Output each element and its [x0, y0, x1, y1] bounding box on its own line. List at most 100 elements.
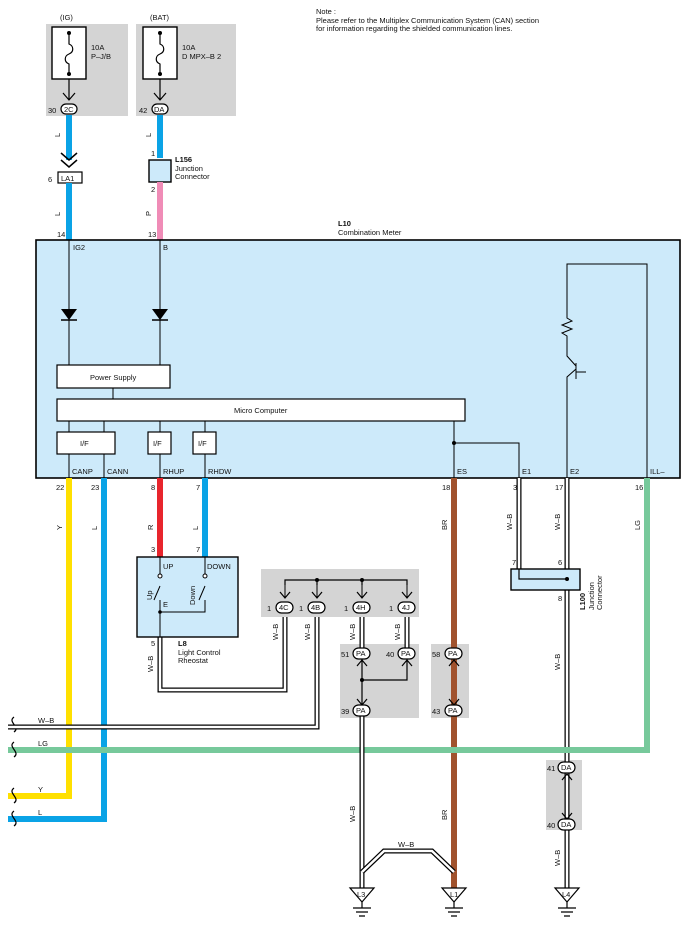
fuse-ig-icon [64, 33, 74, 74]
ground-l1: L1 [440, 887, 468, 917]
fuse-bat-source: (BAT) [150, 13, 170, 22]
pin-rhup: 8 [151, 483, 155, 492]
micro-computer-block [56, 398, 466, 422]
wire-ill [8, 478, 650, 753]
wire-e2-label: W–B [553, 514, 562, 530]
term-es: ES [457, 467, 467, 476]
pin-ill: 16 [635, 483, 643, 492]
note-line2: for information regarding the shielded c… [316, 24, 512, 33]
micro-computer-label: Micro Computer [234, 406, 288, 415]
fuse-bat-icon [155, 33, 165, 74]
meter-term-ig2: IG2 [73, 243, 85, 252]
wire-4c-label: W–B [271, 624, 280, 640]
if-can-label: I/F [80, 439, 89, 448]
fuse-ig: (IG) 10A P–J/B 30 2C [46, 13, 128, 116]
wire-ill-label: LG [633, 520, 642, 530]
term-rhdw: RHDW [208, 467, 232, 476]
l8-e: E [163, 600, 168, 609]
wire-l100-below-label: W–B [553, 654, 562, 670]
l8-name-2: Rheostat [178, 656, 209, 665]
meter-name: Combination Meter [338, 228, 402, 237]
wire-cross-l1 [361, 849, 455, 873]
pin-cann: 23 [91, 483, 99, 492]
connector-2c-label: 2C [64, 105, 74, 114]
wire-br-l1-label: BR [440, 809, 449, 820]
if-can-block [56, 431, 116, 455]
ground-l1-icon [440, 887, 468, 903]
meter-pin-b: 13 [148, 230, 156, 239]
wire-cann-label: L [90, 526, 99, 530]
term-canp: CANP [72, 467, 93, 476]
l156-pin-top: 1 [151, 149, 155, 158]
l8-name-1: Light Control [178, 648, 221, 657]
fuse-bat: (BAT) 10A D MPX–B 2 42 DA [136, 13, 236, 116]
junction-connector-l100: 7 6 8 L100 Junction Connector [510, 558, 604, 610]
l100-id: L100 [578, 593, 587, 610]
connector-pa58-label: PA [448, 649, 457, 658]
wire-wb-l3-label: W–B [348, 806, 357, 822]
pin-e2: 17 [555, 483, 563, 492]
connector-da [151, 103, 169, 115]
pin-canp: 22 [56, 483, 64, 492]
wire-bat-lower-label: P [144, 211, 153, 216]
wire-cann [8, 478, 107, 822]
left-wire-y: Y [38, 785, 43, 794]
pin-pa43: 43 [432, 707, 440, 716]
meter-id: L10 [338, 219, 351, 228]
pin-4j: 1 [389, 604, 393, 613]
term-rhup: RHUP [163, 467, 184, 476]
connector-2c [60, 103, 78, 115]
connector-da41 [557, 761, 576, 774]
pin-4b: 1 [299, 604, 303, 613]
wire-l8-e-label: W–B [146, 656, 155, 672]
note-title: Note : [316, 7, 336, 16]
ground-connector-bus: 1 4C 1 4B 1 4H 1 4J [267, 578, 416, 614]
note: Note : Please refer to the Multiplex Com… [316, 7, 539, 33]
connector-4h [352, 601, 371, 614]
connector-la1-label: LA1 [61, 174, 74, 183]
fuse-bat-rating: 10A [182, 43, 195, 52]
wire-cross-label: W–B [398, 840, 414, 849]
la1-pin: 6 [48, 175, 52, 184]
l100-pin-left: 7 [512, 558, 516, 567]
meter-term-b: B [163, 243, 168, 252]
connector-pa43 [444, 704, 463, 717]
pin-rhdw: 7 [196, 483, 200, 492]
connector-da-label: DA [154, 105, 164, 114]
l8-up: UP [163, 562, 173, 571]
connector-pa40-label: PA [401, 649, 410, 658]
term-e2: E2 [570, 467, 579, 476]
power-supply-label: Power Supply [90, 373, 137, 382]
connector-da41-label: DA [561, 763, 571, 772]
ground-l4-label: L4 [562, 890, 570, 899]
wire-bat-upper-label: L [144, 133, 153, 137]
pin-es: 18 [442, 483, 450, 492]
junction-connector-l156 [148, 159, 172, 183]
l8-pin-e: 5 [151, 639, 155, 648]
l8-down: DOWN [207, 562, 231, 571]
connector-pa58 [444, 647, 463, 660]
wire-es-label: BR [440, 519, 449, 530]
left-wire-l: L [38, 808, 42, 817]
pin-4c: 1 [267, 604, 271, 613]
note-line1: Please refer to the Multiplex Communicat… [316, 16, 539, 25]
transistor-icon [566, 343, 586, 478]
top-wires: L 6 LA1 L L 1 L156 Junction Connector 2 … [48, 115, 210, 240]
fuse-ig-rating: 10A [91, 43, 104, 52]
if-rhdw-label: I/F [198, 439, 207, 448]
wire-rhup-label: R [146, 524, 155, 530]
connector-4b-label: 4B [311, 603, 320, 612]
wire-canp-label: Y [55, 525, 64, 530]
connector-4h-label: 4H [356, 603, 366, 612]
da-connectors: 41 DA 40 DA [547, 761, 576, 831]
connector-da40 [557, 818, 576, 831]
wire-l8-e [158, 617, 287, 692]
ground-l1-label: L1 [450, 890, 458, 899]
wire-ig-upper-label: L [53, 133, 62, 137]
wire-4j-label: W–B [393, 624, 402, 640]
pin-da40: 40 [547, 821, 555, 830]
connector-da40-label: DA [561, 820, 571, 829]
wire-ig-lower-label: L [53, 212, 62, 216]
l100-pin-right: 6 [558, 558, 562, 567]
